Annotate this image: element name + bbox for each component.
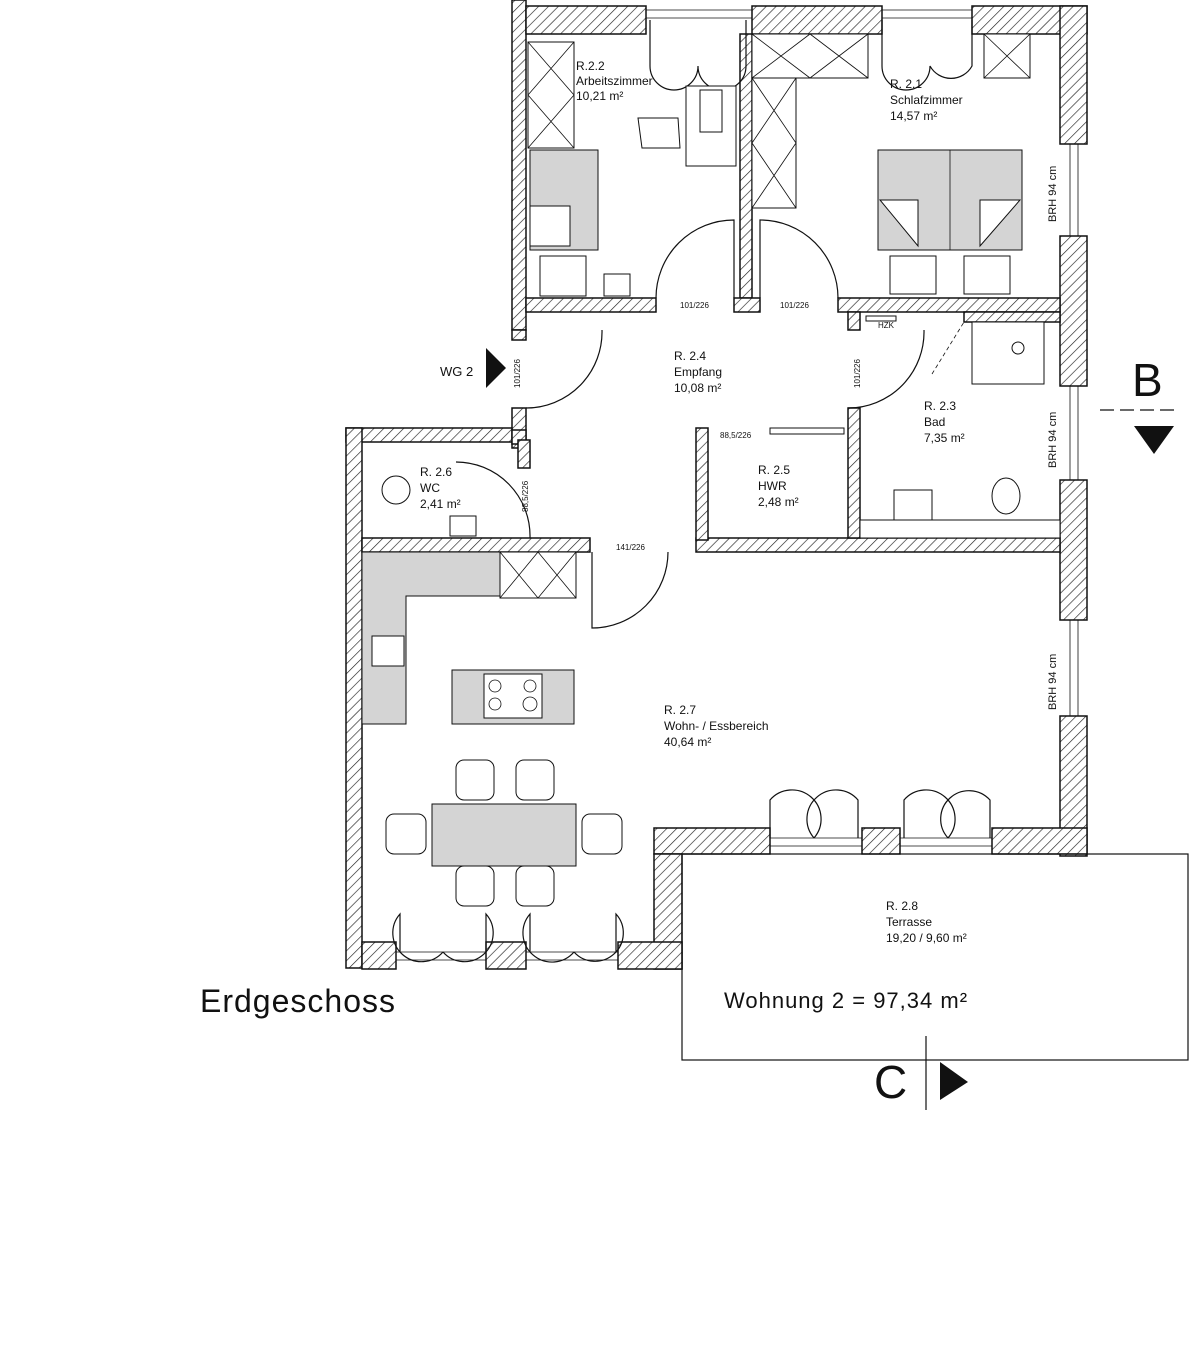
- door-dim-label: 101/226: [780, 301, 809, 310]
- door-dim-label: 101/226: [853, 359, 862, 388]
- room-name-2-5: HWR: [758, 479, 787, 493]
- room-name-2-7: Wohn- / Essbereich: [664, 719, 769, 733]
- room-number-2-3: R. 2.3: [924, 399, 956, 413]
- door-swings: [392, 20, 991, 963]
- furniture: [361, 33, 1189, 1061]
- room-number-2-5: R. 2.5: [758, 463, 790, 477]
- room-number-2-4: R. 2.4: [674, 349, 706, 363]
- room-area-2-7: 40,64 m²: [664, 735, 711, 749]
- room-name-2-4: Empfang: [674, 365, 722, 379]
- section-b-marker: [1100, 409, 1176, 454]
- room-name-2-3: Bad: [924, 415, 945, 429]
- hzk-label: HZK: [878, 321, 895, 330]
- room-area-2-4: 10,08 m²: [674, 381, 721, 395]
- windows: [396, 9, 1079, 961]
- walls: [345, 0, 1088, 970]
- room-name-2-6: WC: [420, 481, 440, 495]
- room-area-2-3: 7,35 m²: [924, 431, 965, 445]
- room-number-2-2: R.2.2: [576, 59, 605, 73]
- entrance-label: WG 2: [440, 364, 473, 379]
- room-area-2-6: 2,41 m²: [420, 497, 461, 511]
- section-b-arrow-icon: [1134, 426, 1174, 454]
- room-number-2-6: R. 2.6: [420, 465, 452, 479]
- entrance-arrow-icon: [486, 348, 506, 388]
- brh-label: BRH 94 cm: [1047, 654, 1059, 710]
- section-c-marker: [925, 1036, 968, 1110]
- section-b-label: B: [1132, 354, 1163, 406]
- door-dim-label: 101/226: [680, 301, 709, 310]
- room-number-2-1: R. 2.1: [890, 77, 922, 91]
- door-dim-label: 88,5/226: [720, 431, 752, 440]
- room-area-2-2: 10,21 m²: [576, 89, 623, 103]
- room-name-2-8: Terrasse: [886, 915, 932, 929]
- door-dim-label: 141/226: [616, 543, 645, 552]
- section-c-label: C: [874, 1056, 907, 1108]
- room-name-2-2: Arbeitszimmer: [576, 74, 653, 88]
- apartment-total: Wohnung 2 = 97,34 m²: [724, 988, 968, 1013]
- floor-title: Erdgeschoss: [200, 983, 396, 1019]
- door-dim-label: 101/226: [513, 359, 522, 388]
- room-area-2-8: 19,20 / 9,60 m²: [886, 931, 967, 945]
- room-area-2-1: 14,57 m²: [890, 109, 937, 123]
- brh-label: BRH 94 cm: [1047, 412, 1059, 468]
- brh-label: BRH 94 cm: [1047, 166, 1059, 222]
- door-dim-label: 88,5/226: [521, 480, 530, 512]
- section-c-arrow-icon: [940, 1062, 968, 1100]
- room-name-2-1: Schlafzimmer: [890, 93, 963, 107]
- room-number-2-8: R. 2.8: [886, 899, 918, 913]
- room-number-2-7: R. 2.7: [664, 703, 696, 717]
- room-area-2-5: 2,48 m²: [758, 495, 799, 509]
